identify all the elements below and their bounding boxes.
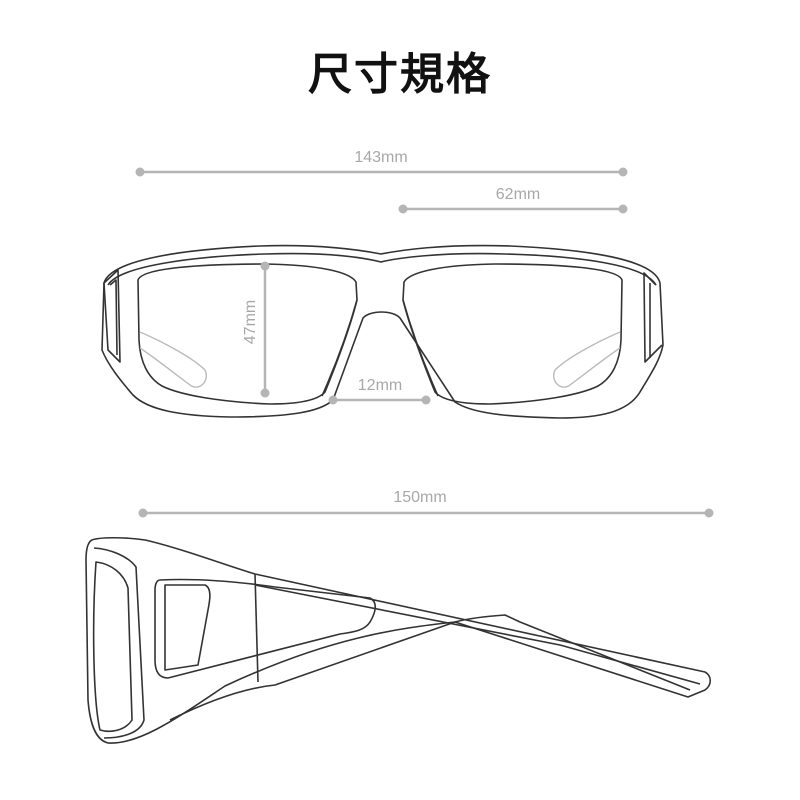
dim-total-width: 143mm xyxy=(135,149,628,177)
dim-bridge-width: 12mm xyxy=(328,377,431,405)
dim-lens-width: 62mm xyxy=(398,186,628,214)
bridge-width-label: 12mm xyxy=(358,377,402,394)
temple-length-label: 150mm xyxy=(393,489,446,506)
lens-width-label: 62mm xyxy=(496,186,540,203)
dim-temple-length: 150mm xyxy=(138,489,714,518)
dim-lens-height: 47mm xyxy=(242,261,270,398)
side-view-glasses xyxy=(85,536,712,744)
lens-height-label: 47mm xyxy=(242,300,259,344)
front-view-glasses xyxy=(101,244,664,419)
total-width-label: 143mm xyxy=(354,149,407,166)
page-title: 尺寸規格 xyxy=(308,49,492,100)
